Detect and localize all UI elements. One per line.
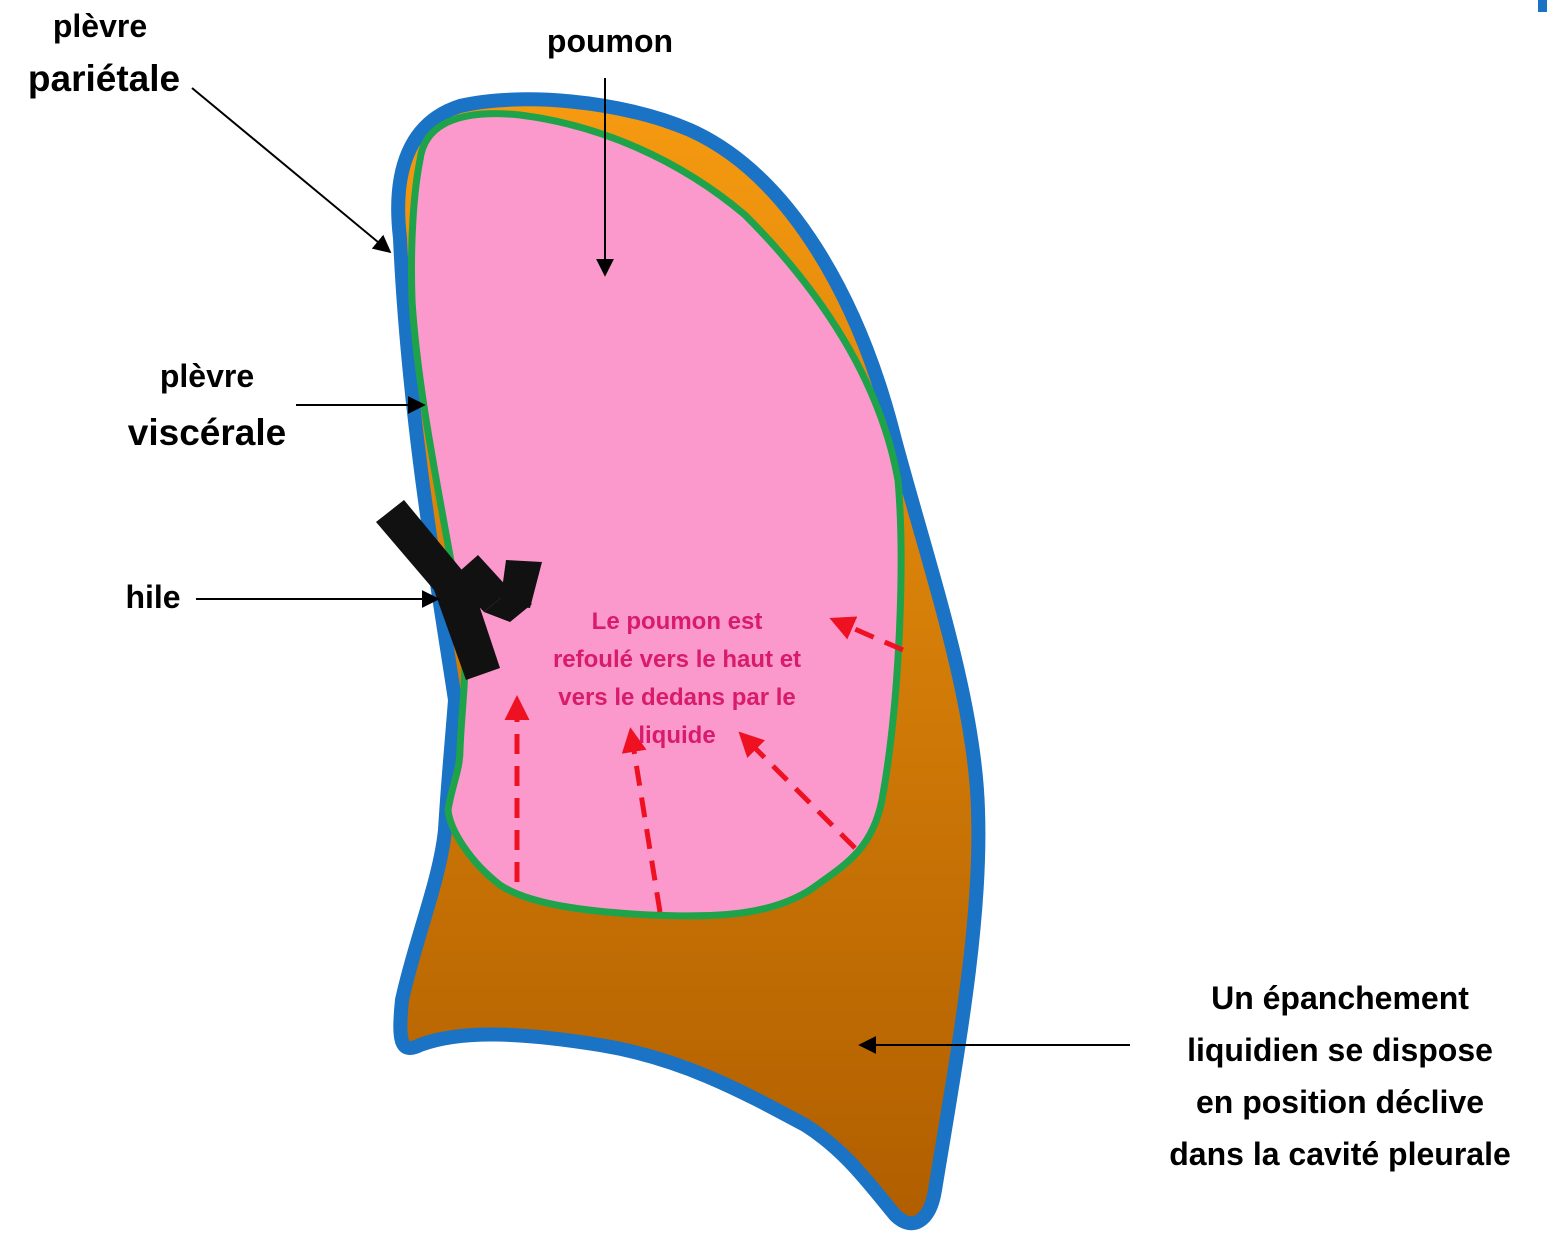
lung-pushed-line-1: Le poumon est xyxy=(592,608,763,635)
lung-pushed-line-3: vers le dedans par le xyxy=(558,684,795,711)
lung-pushed-line-2: refoulé vers le haut et xyxy=(553,646,801,673)
parietal-label-line2: pariétale xyxy=(28,58,180,99)
lung xyxy=(411,114,901,916)
hilum-label: hile xyxy=(125,579,180,615)
lung-label: poumon xyxy=(547,23,673,59)
visceral-label-line1: plèvre xyxy=(160,358,254,394)
parietal-pointer xyxy=(192,88,390,252)
effusion-text: Un épanchement liquidien se dispose en p… xyxy=(1169,980,1511,1172)
visceral-label-line2: viscérale xyxy=(128,412,286,453)
parietal-label-line1: plèvre xyxy=(53,8,147,44)
effusion-line-2: liquidien se dispose xyxy=(1187,1032,1493,1068)
lung-pushed-line-4: liquide xyxy=(638,722,715,749)
corner-mark xyxy=(1538,0,1547,12)
effusion-line-1: Un épanchement xyxy=(1211,980,1469,1016)
effusion-line-3: en position déclive xyxy=(1196,1084,1484,1120)
effusion-line-4: dans la cavité pleurale xyxy=(1169,1136,1511,1172)
